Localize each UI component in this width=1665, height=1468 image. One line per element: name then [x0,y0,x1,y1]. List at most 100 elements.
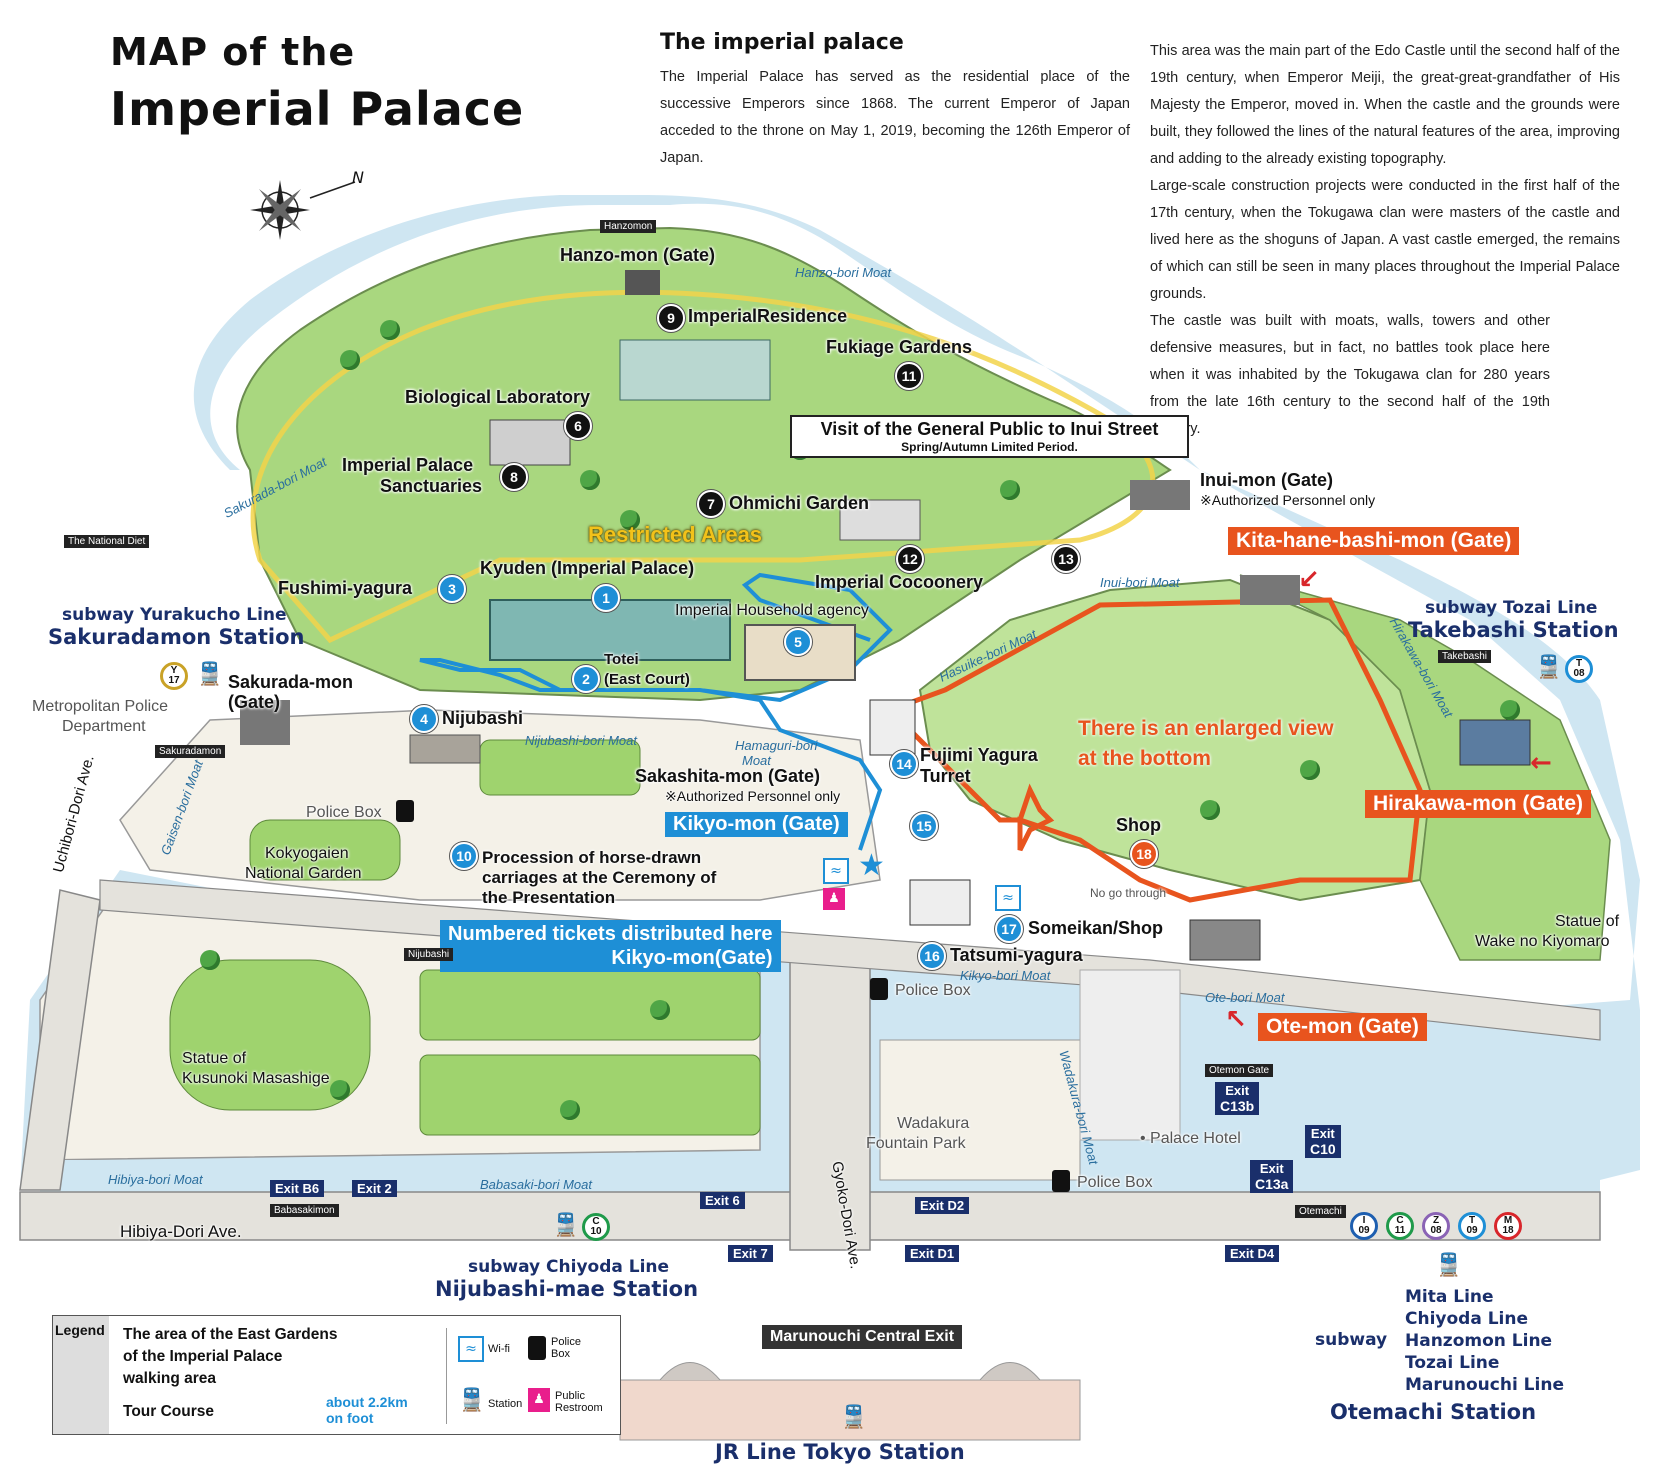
shop-label[interactable]: Shop [1116,815,1161,835]
biological-laboratory-label[interactable]: Biological Laboratory [405,387,591,407]
fushimi-yagura-label[interactable]: Fushimi-yagura [278,578,413,598]
marker-3[interactable]: 3 [438,575,466,603]
sakurada-mon-label-2[interactable]: (Gate) [228,692,281,712]
marker-5[interactable]: 5 [784,628,812,656]
fujimi-yagura-label-1[interactable]: Fujimi Yagura [920,745,1038,765]
marker-18[interactable]: 18 [1130,840,1158,868]
marker-7[interactable]: 7 [697,490,725,518]
marker-15[interactable]: 15 [910,812,938,840]
marker-2[interactable]: 2 [572,665,600,693]
marker-14[interactable]: 14 [890,750,918,778]
hirakawa-mon-label[interactable]: Hirakawa-mon (Gate) [1365,790,1592,818]
otemachi-line-3: Hanzomon Line [1405,1331,1553,1351]
compass-north-label: N [352,168,364,187]
someikan-label[interactable]: Someikan/Shop [1028,918,1164,938]
marker-16[interactable]: 16 [918,942,946,970]
kita-hane-bashi-mon-label[interactable]: Kita-hane-bashi-mon (Gate) [1228,527,1520,555]
map-title-line1: MAP of the [110,30,356,74]
nijubashi-label[interactable]: Nijubashi [442,708,524,728]
yurakucho-line-label: subway Yurakucho Line [62,605,287,625]
totei-label-1[interactable]: Totei [604,651,639,668]
legend-east-gardens-1: The area of the East Gardens [123,1326,338,1343]
kyuden-label[interactable]: Kyuden (Imperial Palace) [480,558,695,578]
legend-restroom-icon: ♟ [528,1388,550,1412]
tozai-line-label: subway Tozai Line [1425,598,1598,618]
marker-12[interactable]: 12 [896,545,924,573]
gyoko-dori-road [789,959,871,1251]
tatsumi-yagura-label[interactable]: Tatsumi-yagura [950,945,1083,965]
lawn [479,739,641,796]
marker-11[interactable]: 11 [895,362,923,390]
intro-paragraph-2: This area was the main part of the Edo C… [1150,43,1620,167]
kikyo-mon-label[interactable]: Kikyo-mon (Gate) [665,812,848,837]
sanctuaries-label-2[interactable]: Sanctuaries [380,476,483,496]
legend-station-icon: 🚆 [458,1388,486,1413]
legend-icon-divider [446,1328,447,1424]
tree [330,1080,350,1100]
takebashi-station-icon: 🚆 [1535,655,1563,680]
ote-moat-label: Ote-bori Moat [1205,990,1285,1005]
exit-d1[interactable]: Exit D1 [905,1245,960,1262]
sakashita-authorized-note: ※Authorized Personnel only [665,788,841,804]
sakuradamon-station-label[interactable]: Sakuradamon Station [48,625,305,649]
exit-7[interactable]: Exit 7 [728,1245,773,1262]
police-box-label-2: Police Box [895,982,971,999]
intro-paragraph-1: The Imperial Palace has served as the re… [660,69,1130,166]
inui-mon-label[interactable]: Inui-mon (Gate) [1200,470,1333,490]
marunouchi-exit-box[interactable]: Marunouchi Central Exit [762,1325,963,1349]
palace-hotel-building [1079,969,1181,1141]
legend-restroom-label-2: Restroom [555,1402,603,1414]
national-diet-tag: The National Diet [64,535,150,548]
otemachi-line-4: Tozai Line [1405,1353,1500,1373]
ohmichi-garden-label[interactable]: Ohmichi Garden [729,493,870,513]
jr-tokyo-station-label[interactable]: JR Line Tokyo Station [715,1440,965,1464]
east-gardens-boundary [885,597,1423,903]
exit-6[interactable]: Exit 6 [700,1192,745,1209]
exit-d2[interactable]: Exit D2 [915,1197,970,1214]
sanctuaries-label-1[interactable]: Imperial Palace [342,455,474,475]
marker-10[interactable]: 10 [450,842,478,870]
takebashi-station-label[interactable]: Takebashi Station [1408,618,1619,642]
nijubashimae-station-label[interactable]: Nijubashi-mae Station [435,1277,699,1301]
police-box-label-1: Police Box [306,804,382,821]
marker-4[interactable]: 4 [410,705,438,733]
tree [1300,760,1320,780]
ote-mon-arrow-icon: ↖ [1225,1005,1247,1035]
tokyo-station-domes [659,1362,1041,1381]
exit-2[interactable]: Exit 2 [352,1180,397,1197]
metro-police-label-1: Metropolitan Police [32,698,169,715]
marker-13[interactable]: 13 [1052,545,1080,573]
marker-17[interactable]: 17 [995,915,1023,943]
legend-police-label: Police Box [551,1336,581,1360]
otemon-gate-tag: Otemon Gate [1205,1064,1274,1077]
legend-restroom-label: Public Restroom [555,1390,603,1414]
tree [1200,800,1220,820]
ote-mon-label[interactable]: Ote-mon (Gate) [1258,1013,1427,1041]
enlarged-view-note-2: at the bottom [1078,747,1211,770]
marker-6[interactable]: 6 [564,412,592,440]
otemachi-station-label[interactable]: Otemachi Station [1330,1400,1537,1424]
fujimi-yagura-label-2[interactable]: Turret [920,766,971,786]
totei-label-2[interactable]: (East Court) [604,671,690,688]
sakurada-mon-label-1[interactable]: Sakurada-mon [228,672,354,692]
tickets-note: Numbered tickets distributed here Kikyo-… [440,920,781,972]
marker-8[interactable]: 8 [500,463,528,491]
hanzomon-gate-label[interactable]: Hanzo-mon (Gate) [560,245,715,265]
otemachi-lines-list: Mita Line Chiyoda Line Hanzomon Line Toz… [1405,1286,1564,1396]
enlarged-view-note-1: There is an enlarged view [1078,717,1334,740]
babasakimon-tag: Babasakimon [270,1204,339,1217]
marker-1[interactable]: 1 [592,584,620,612]
household-agency-label[interactable]: Imperial Household agency [675,602,869,619]
exit-d4[interactable]: Exit D4 [1225,1245,1280,1262]
fukiage-gardens-label[interactable]: Fukiage Gardens [826,337,973,357]
imperial-residence-label[interactable]: ImperialResidence [688,306,848,326]
exit-b6[interactable]: Exit B6 [270,1180,325,1197]
imperial-cocoonery-label[interactable]: Imperial Cocoonery [815,572,984,592]
marker-9[interactable]: 9 [657,304,685,332]
tree [1000,480,1020,500]
sakashita-mon-label[interactable]: Sakashita-mon (Gate) [635,766,821,786]
